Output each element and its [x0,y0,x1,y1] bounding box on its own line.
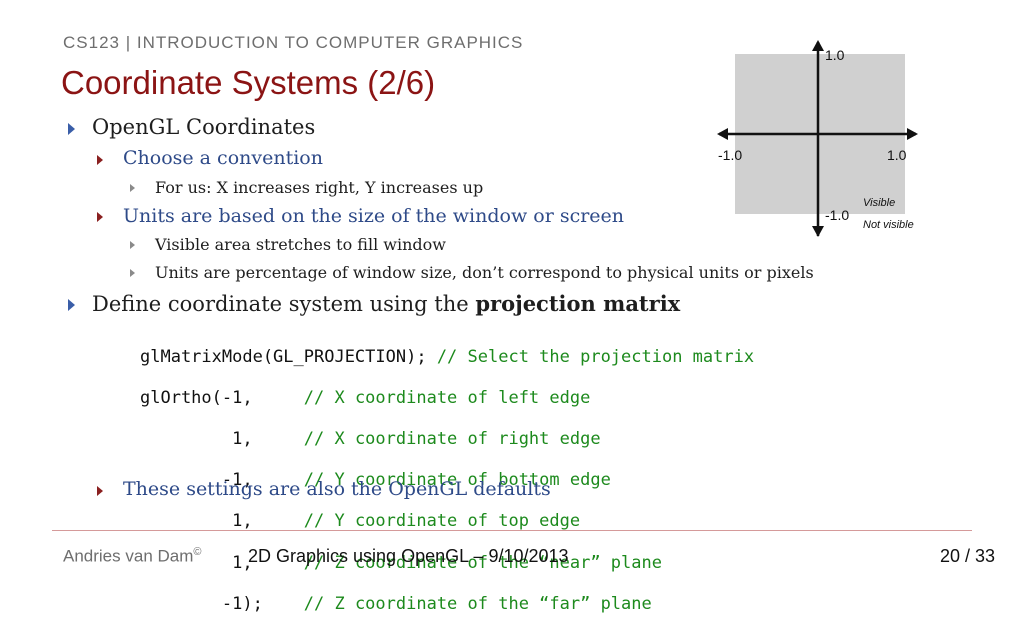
bullet-arrow-icon [130,269,135,277]
x-axis-left-arrow-icon [717,128,728,140]
bullet-opengl-coordinates: OpenGL Coordinates [92,115,316,139]
y-top-label: 1.0 [825,47,845,63]
bullet-units-percentage: Units are percentage of window size, don… [155,263,814,282]
code-comment: // Z coordinate of the “near” plane [303,552,662,573]
code-text: 1, [140,552,304,573]
bullet-arrow-icon [130,184,135,192]
code-text: 1, [140,428,304,449]
coordinate-diagram: 1.0 -1.0 1.0 -1.0 Visible Not visible [717,40,918,237]
legend-visible: Visible [863,197,895,209]
code-comment: // X coordinate of left edge [303,387,591,408]
x-left-label: -1.0 [718,147,742,163]
page-number: 20 / 33 [940,546,995,567]
bullet-arrow-icon [68,123,75,135]
bullet-arrow-icon [97,486,103,496]
bullet-define-coordinate-system: Define coordinate system using the proje… [92,291,680,316]
code-text: -1); [140,593,304,614]
code-text: glOrtho(-1, [140,387,304,408]
x-right-label: 1.0 [887,147,907,163]
bullet-arrow-icon [68,299,75,311]
legend-not-visible: Not visible [863,219,914,231]
code-comment: // Select the projection matrix [436,346,755,367]
code-line: 1, // Y coordinate of top edge [140,511,754,532]
code-line: 1, // X coordinate of right edge [140,429,754,450]
bullet-choose-convention: Choose a convention [123,147,323,169]
x-axis-right-arrow-icon [907,128,918,140]
current-page: 20 [940,546,961,566]
code-text: glMatrixMode(GL_PROJECTION); [140,346,437,367]
course-title: CS123 | INTRODUCTION TO COMPUTER GRAPHIC… [63,33,524,52]
code-line: -1, // Y coordinate of bottom edge [140,470,754,491]
bullet-arrow-icon [97,212,103,222]
code-comment: // Y coordinate of top edge [303,511,581,532]
footer-divider [52,530,972,531]
code-text: 1, [140,511,304,532]
code-comment: // Z coordinate of the “far” plane [303,593,652,614]
bullet-visible-area: Visible area stretches to fill window [155,235,446,254]
code-line: glMatrixMode(GL_PROJECTION); // Select t… [140,347,754,368]
y-bottom-label: -1.0 [825,207,849,223]
bullet-for-us: For us: X increases right, Y increases u… [155,178,484,197]
bullet-define-bold: projection matrix [475,291,681,316]
y-axis-up-arrow-icon [812,40,824,51]
copyright-mark: © [193,546,202,558]
bullet-define-prefix: Define coordinate system using the [92,292,476,316]
total-pages: / 33 [965,546,996,566]
code-comment: // Y coordinate of bottom edge [303,470,611,491]
author-name: Andries van Dam [63,546,194,566]
footer-author: Andries van Dam© [63,546,202,567]
code-line: 1, // Z coordinate of the “near” plane [140,553,754,574]
bullet-arrow-icon [97,155,103,165]
y-axis-down-arrow-icon [812,226,824,237]
code-line: -1); // Z coordinate of the “far” plane [140,594,754,615]
code-comment: // X coordinate of right edge [303,428,601,449]
code-text: -1, [140,470,304,491]
slide-title: Coordinate Systems (2/6) [61,64,436,101]
bullet-opengl-defaults: These settings are also the OpenGL defau… [123,478,551,500]
bullet-units-based: Units are based on the size of the windo… [123,205,625,227]
bullet-arrow-icon [130,241,135,249]
footer-lecture: 2D Graphics using OpenGL – 9/10/2013 [248,546,569,566]
code-line: glOrtho(-1, // X coordinate of left edge [140,388,754,409]
